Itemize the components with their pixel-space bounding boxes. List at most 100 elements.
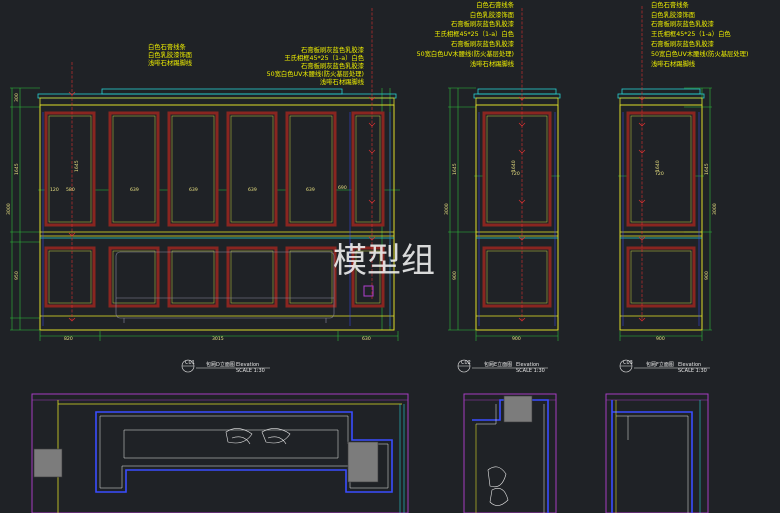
dim-label: 120 <box>50 187 59 193</box>
title-sub: Elevation <box>236 362 259 368</box>
title-code: C01 <box>185 360 195 366</box>
elevation-a-baseboard <box>39 315 395 331</box>
dim-label: 950 <box>14 271 20 280</box>
title-sub: Elevation <box>678 362 701 368</box>
note: 石膏板刷灰蓝色乳胶漆 <box>451 39 515 48</box>
elevation-a-leaders <box>71 8 373 320</box>
note: 50宽白色UV木腰线(防火基层处理) <box>651 49 748 58</box>
panel <box>108 246 160 308</box>
column-block <box>33 448 63 478</box>
column-block <box>503 395 533 423</box>
title-scale: SCALE 1:30 <box>678 368 707 374</box>
elevation-a-chair-rail <box>39 231 395 239</box>
dim-label: 3000 <box>6 203 12 215</box>
dim-label: 900 <box>704 271 710 280</box>
note: 白色石膏线条 <box>476 0 514 9</box>
watermark: 模型组 <box>333 241 435 281</box>
note: 石膏板刷灰蓝色乳胶漆 <box>651 39 715 48</box>
plan-wall <box>611 400 693 513</box>
plan-section-a <box>31 393 409 513</box>
dim-label: 639 <box>189 187 198 193</box>
title-sub: Elevation <box>516 362 539 368</box>
elevation-b-baseboard <box>475 315 559 331</box>
note: 浅啡石材踢脚线 <box>651 59 696 68</box>
column-block <box>347 441 379 483</box>
elevation-a-lower-panels <box>44 246 385 308</box>
panel <box>482 246 552 308</box>
dim-label: 820 <box>64 336 73 342</box>
elevation-b-crown-moulding <box>473 88 561 106</box>
title-scale: SCALE 1:30 <box>236 368 265 374</box>
note: 白色乳胶漆饰面 <box>651 10 695 19</box>
panel <box>351 246 385 308</box>
dim-label: 3000 <box>712 203 718 215</box>
plan-border <box>31 393 409 513</box>
note: 白色乳胶漆饰面 <box>148 50 192 59</box>
dim-label: 1645 <box>704 163 710 175</box>
title-name: 包厢D立面图 <box>206 361 235 368</box>
elevation-c-title-block: C03 包厢F立面图 Elevation SCALE 1:30 <box>619 359 710 374</box>
elevation-c: 白色石膏线条 白色乳胶漆饰面 石膏板刷灰蓝色乳胶漆 王氏相框45*25（1-a）… <box>617 0 748 374</box>
plan-section-c <box>605 393 709 513</box>
note: 王氏相框45*25（1-a）白色 <box>651 29 731 38</box>
panel <box>285 246 337 308</box>
dim-label: 639 <box>306 187 315 193</box>
dim-label: 3015 <box>212 336 224 342</box>
panel <box>44 111 96 227</box>
dim-label: 1645 <box>74 160 80 172</box>
elevation-b-dimension-lines <box>448 87 560 341</box>
note: 王氏相框45*25（1-a）白色 <box>284 53 364 62</box>
dim-label: 900 <box>656 336 665 342</box>
note: 50宽白色UV木腰线(防火基层处理) <box>267 69 364 78</box>
dim-label: 900 <box>512 336 521 342</box>
note: 石膏板刷灰蓝色乳胶漆 <box>451 19 515 28</box>
note: 石膏板刷灰蓝色乳胶漆 <box>301 45 365 54</box>
note: 石膏板刷灰蓝色乳胶漆 <box>301 61 365 70</box>
dim-label: 1645 <box>452 163 458 175</box>
note: 白色乳胶漆饰面 <box>470 10 514 19</box>
dim-label: 690 <box>338 185 347 191</box>
plan-wall <box>95 411 393 493</box>
cushion-icons <box>225 428 291 445</box>
elevation-a: 石膏板刷灰蓝色乳胶漆 王氏相框45*25（1-a）白色 石膏板刷灰蓝色乳胶漆 5… <box>6 8 400 374</box>
elevation-c-chair-rail <box>619 231 703 239</box>
note: 王氏相框45*25（1-a）白色 <box>434 29 514 38</box>
socket-marker <box>363 285 374 297</box>
note: 浅啡石材踢脚线 <box>320 77 365 86</box>
panel <box>167 246 219 308</box>
note: 浅啡石材踢脚线 <box>148 58 193 67</box>
dim-label: 720 <box>511 171 520 177</box>
title-name: 包厢E立面图 <box>484 361 512 368</box>
elevation-a-leader-ticks <box>68 91 376 322</box>
elevation-a-guides <box>42 112 391 326</box>
dim-label: 639 <box>130 187 139 193</box>
note: 浅啡石材踢脚线 <box>470 59 515 68</box>
dim-label: 1645 <box>14 163 20 175</box>
panel <box>108 111 160 227</box>
note: 石膏板刷灰蓝色乳胶漆 <box>651 19 715 28</box>
title-scale: SCALE 1:30 <box>516 368 545 374</box>
panel <box>351 111 385 227</box>
dim-label: 580 <box>66 187 75 193</box>
plan-section-b <box>463 393 557 513</box>
elevation-a-upper-panels <box>44 111 385 227</box>
dim-label: 3000 <box>444 203 450 215</box>
panel <box>226 111 278 227</box>
elevation-a-title-block: C01 包厢D立面图 Elevation SCALE 1:30 <box>181 359 270 374</box>
panel <box>626 246 696 308</box>
elevation-b: 白色石膏线条 白色乳胶漆饰面 石膏板刷灰蓝色乳胶漆 王氏相框45*25（1-a）… <box>417 0 561 374</box>
plan-border <box>463 393 557 513</box>
dim-label: 630 <box>362 336 371 342</box>
plan-border <box>605 393 709 513</box>
elevation-c-baseboard <box>619 315 703 331</box>
panel <box>167 111 219 227</box>
note: 白色石膏线条 <box>651 0 689 9</box>
dim-label: 720 <box>655 171 664 177</box>
panel <box>482 111 552 227</box>
panel <box>226 246 278 308</box>
note: 50宽白色UV木腰线(防火基层处理) <box>417 49 514 58</box>
dim-label: 900 <box>452 271 458 280</box>
panel <box>44 246 96 308</box>
plan-wall <box>472 399 549 513</box>
